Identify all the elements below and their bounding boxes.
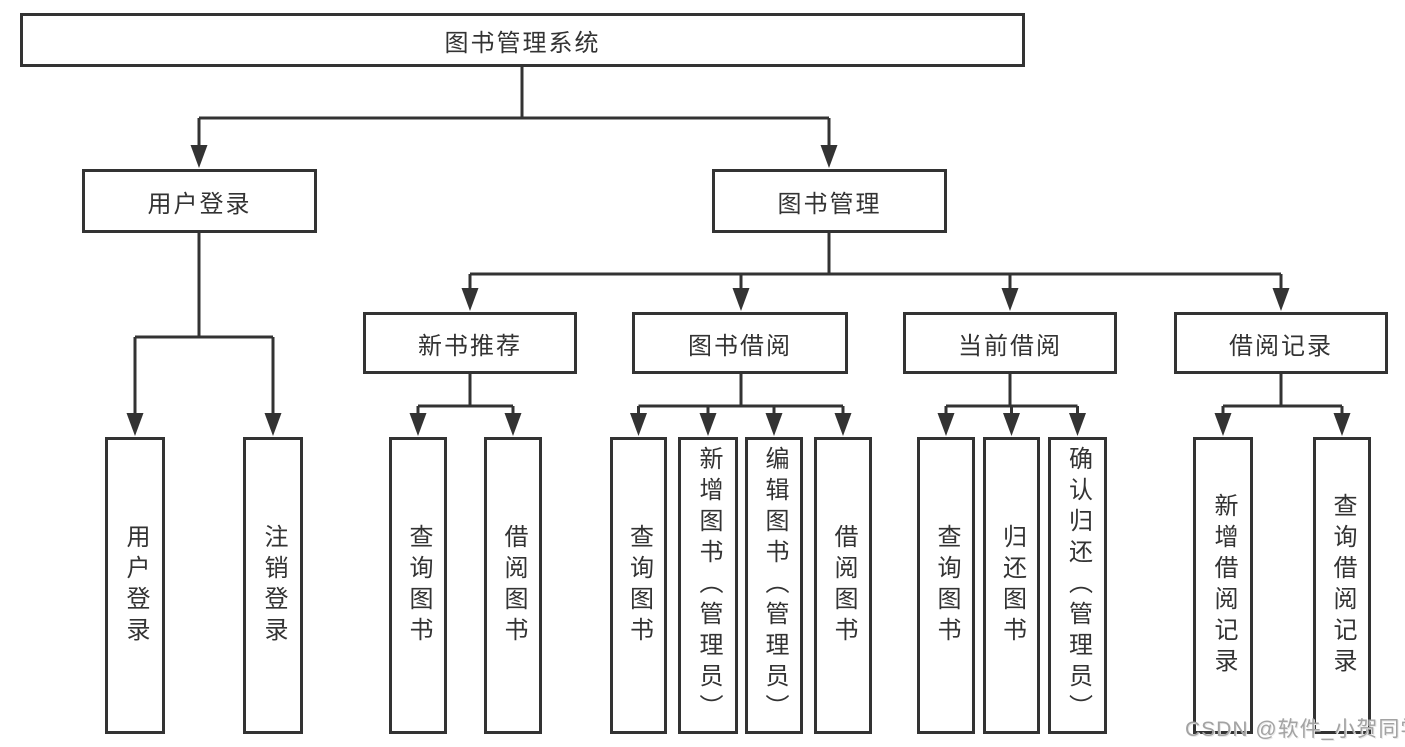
csdn-watermark: CSDN @软件_小贺同学 — [1185, 718, 1405, 741]
node-label: 查询图书 — [933, 523, 960, 648]
arrow-icon — [1069, 413, 1086, 436]
leaf-logout: 注销登录 — [243, 437, 303, 734]
node-label: 查询借阅记录 — [1329, 492, 1356, 679]
connector-records-split — [1221, 374, 1344, 416]
node-label: 用户登录 — [122, 523, 149, 648]
leaf-borrow-edit-books-admin: 编辑图书（管理员） — [745, 437, 803, 734]
connector-userlogin-split — [133, 233, 275, 416]
arrow-icon — [504, 413, 522, 436]
node-borrowing-records: 借阅记录 — [1174, 312, 1388, 374]
node-label: 新增图书（管理员） — [695, 446, 722, 725]
arrow-icon — [820, 145, 838, 168]
leaf-current-confirm-return-admin: 确认归还（管理员） — [1048, 437, 1107, 734]
node-user-login: 用户登录 — [82, 169, 317, 233]
node-label: 用户登录 — [147, 190, 252, 218]
connector-current-split — [944, 374, 1079, 416]
node-label: 查询图书 — [405, 523, 432, 648]
arrow-icon — [1001, 288, 1019, 311]
leaf-newbook-borrow-books: 借阅图书 — [484, 437, 542, 734]
connector-borrow-split — [637, 374, 845, 416]
connector-newbook-split — [416, 374, 515, 416]
leaf-current-query-books: 查询图书 — [917, 437, 975, 734]
node-label: 查询图书 — [625, 523, 653, 648]
node-current-borrowing: 当前借阅 — [903, 312, 1117, 374]
node-label: 借阅图书 — [500, 523, 527, 648]
node-label: 确认归还（管理员） — [1064, 446, 1092, 725]
node-book-borrowing: 图书借阅 — [632, 312, 848, 374]
node-label: 图书管理系统 — [444, 29, 601, 57]
node-label: 借阅图书 — [830, 523, 857, 648]
arrow-icon — [765, 413, 783, 436]
arrow-icon — [699, 413, 717, 436]
arrow-icon — [1333, 413, 1351, 436]
leaf-records-add-record: 新增借阅记录 — [1193, 437, 1253, 734]
arrow-icon — [1003, 413, 1020, 436]
arrow-icon — [732, 288, 750, 311]
node-system-root: 图书管理系统 — [20, 13, 1025, 67]
leaf-borrow-add-books-admin: 新增图书（管理员） — [678, 437, 738, 734]
arrow-icon — [630, 413, 647, 436]
arrowheads — [126, 145, 1351, 436]
node-new-book-recommend: 新书推荐 — [363, 312, 577, 374]
leaf-newbook-query-books: 查询图书 — [389, 437, 447, 734]
connector-root-split — [197, 67, 831, 148]
node-label: 图书管理 — [777, 190, 882, 218]
connector-bookmgmt-split — [468, 233, 1283, 292]
node-label: 借阅记录 — [1229, 332, 1333, 360]
arrow-icon — [1214, 413, 1232, 436]
arrow-icon — [834, 413, 852, 436]
leaf-borrow-query-books: 查询图书 — [610, 437, 667, 734]
leaf-user-login: 用户登录 — [105, 437, 165, 734]
node-label: 图书借阅 — [688, 332, 792, 360]
arrow-icon — [190, 145, 208, 168]
node-label: 当前借阅 — [958, 332, 1062, 360]
arrow-icon — [264, 413, 282, 436]
leaf-current-return-books: 归还图书 — [983, 437, 1040, 734]
leaf-records-query-record: 查询借阅记录 — [1313, 437, 1371, 734]
arrow-icon — [1272, 288, 1290, 311]
node-label: 编辑图书（管理员） — [761, 446, 788, 725]
arrow-icon — [409, 413, 427, 436]
arrow-icon — [461, 288, 479, 311]
node-label: 新增借阅记录 — [1210, 492, 1237, 679]
node-label: 新书推荐 — [418, 332, 522, 360]
node-book-management: 图书管理 — [712, 169, 947, 233]
node-label: 归还图书 — [998, 523, 1026, 648]
arrow-icon — [126, 413, 144, 436]
node-label: 注销登录 — [260, 523, 287, 648]
arrow-icon — [937, 413, 955, 436]
leaf-borrow-borrow-books: 借阅图书 — [814, 437, 872, 734]
